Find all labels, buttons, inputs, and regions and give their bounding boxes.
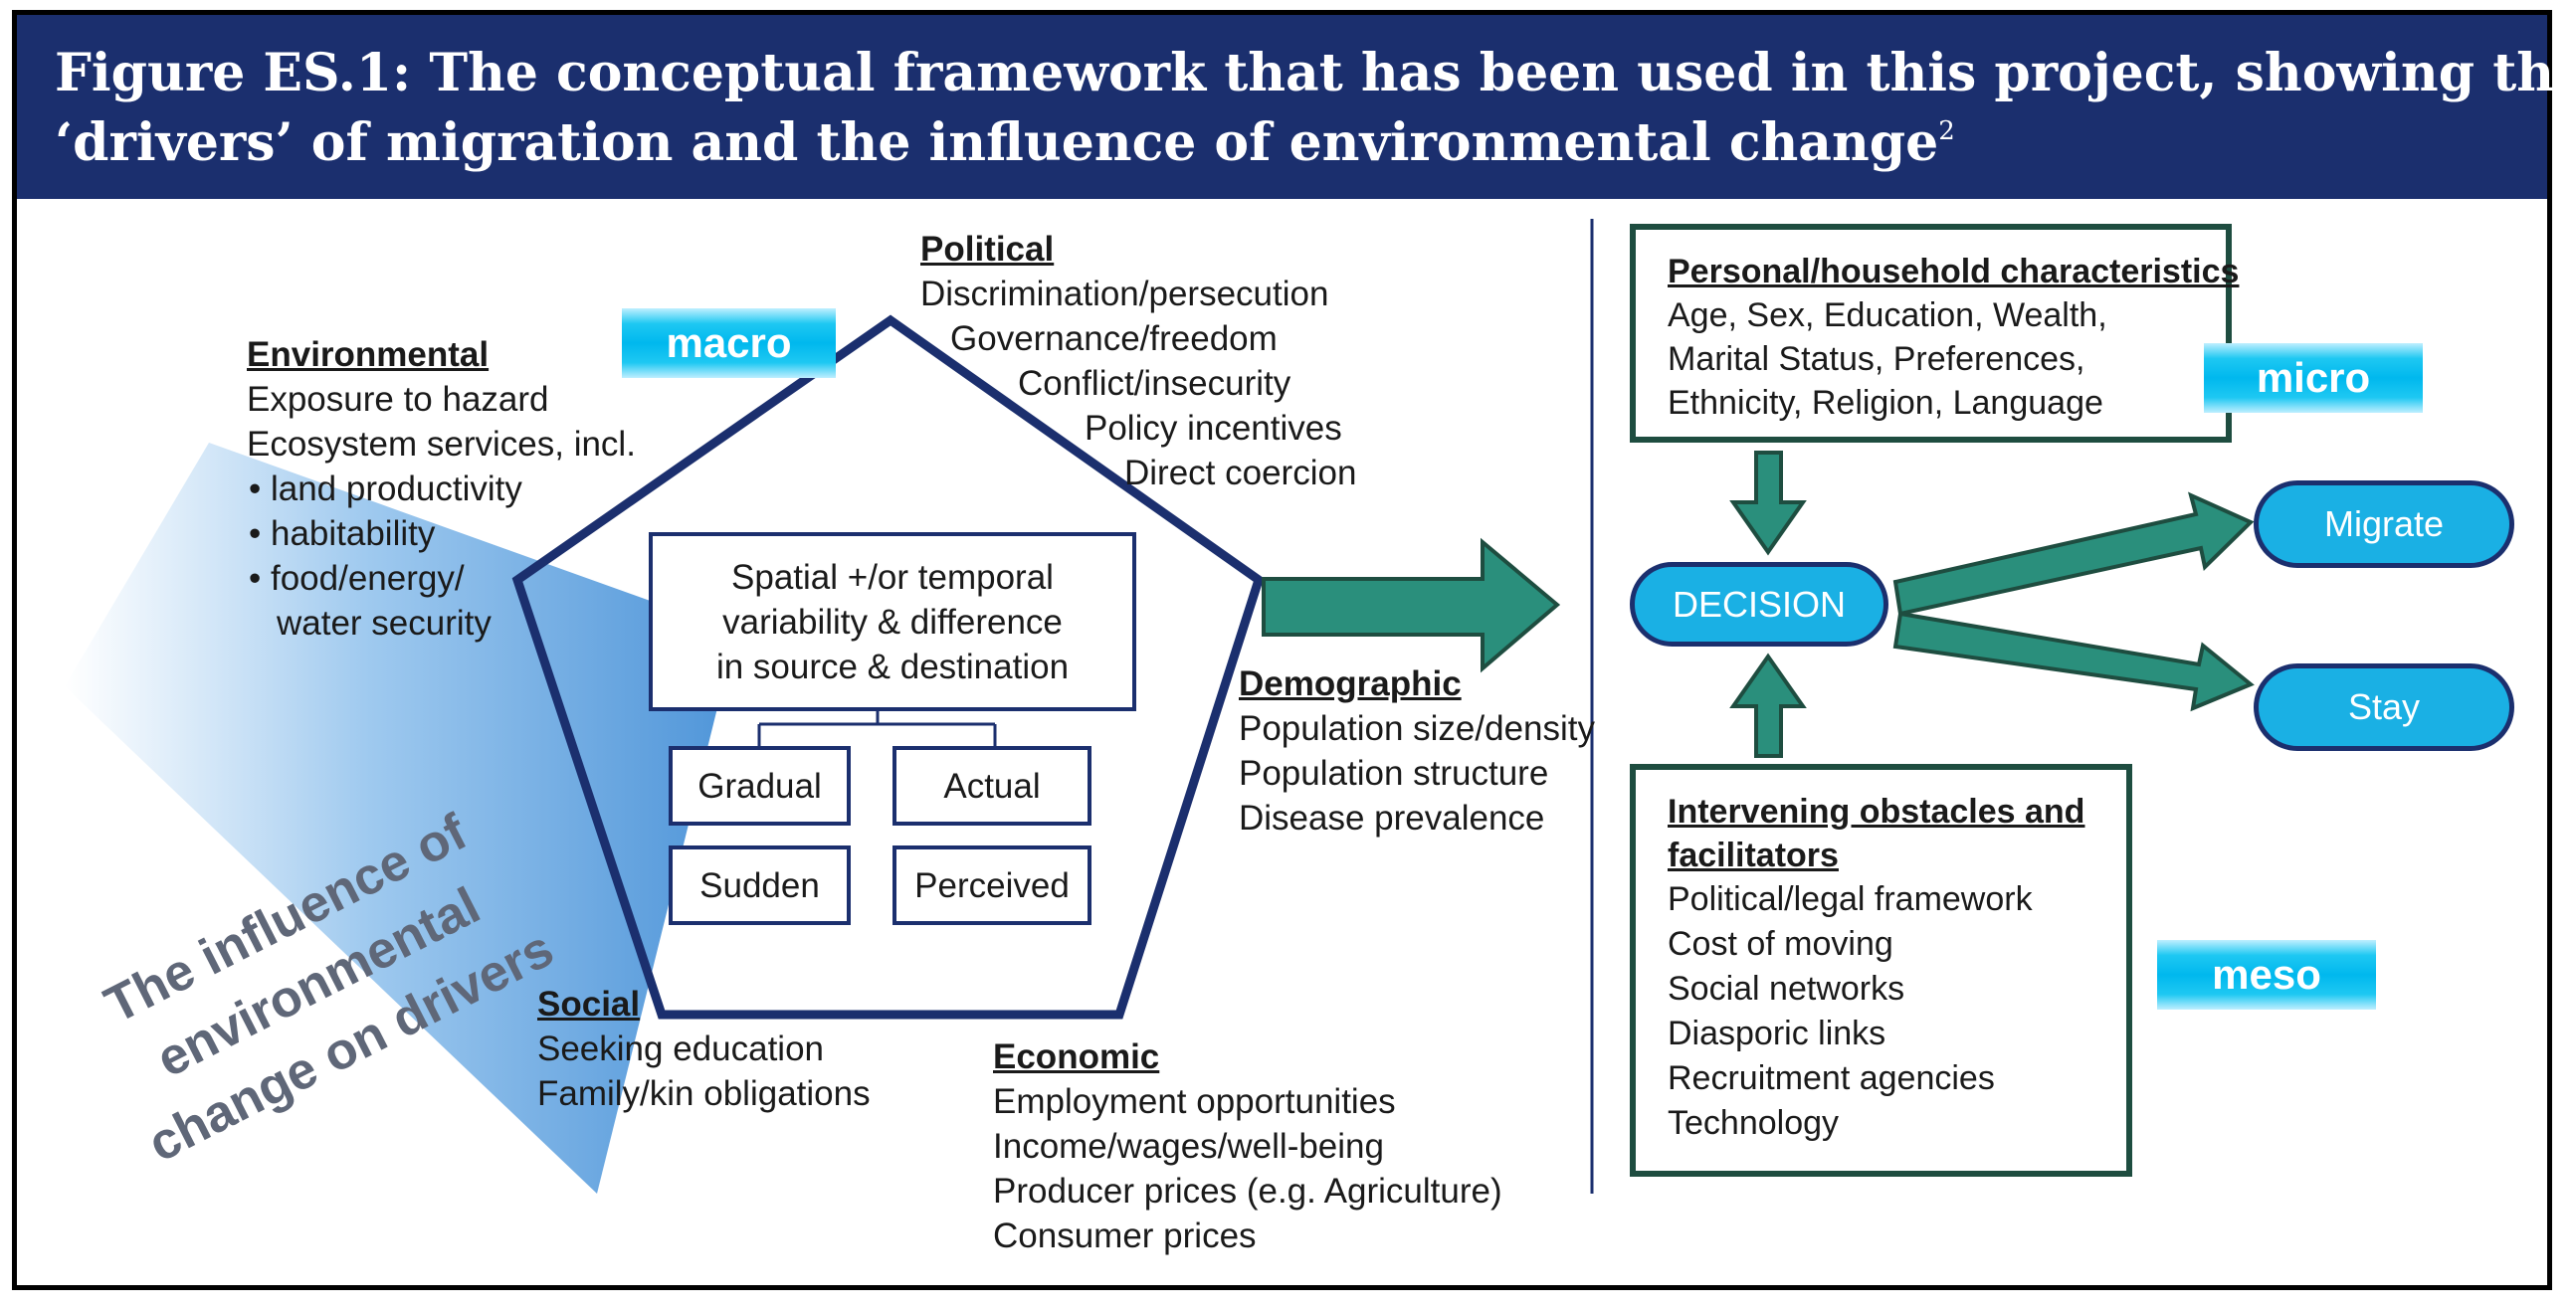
figure-title-line-1: Figure ES.1: The conceptual framework th… [55,43,2576,103]
demographic-heading: Demographic [1239,664,1462,703]
political-item: Discrimination/persecution [920,275,1329,313]
demographic-item: Population structure [1239,754,1549,793]
environmental-driver: Environmental Exposure to hazard Ecosyst… [247,332,636,646]
obstacles-heading-line-1: Intervening obstacles and [1668,793,2085,831]
obstacles-item: Social networks [1668,970,1905,1008]
spatial-temporal-box: Spatial +/or temporal variability & diff… [649,532,1136,711]
obstacles-item: Diasporic links [1668,1015,1886,1052]
environmental-heading: Environmental [247,335,490,374]
environmental-item: • land productivity [249,469,522,508]
economic-item: Income/wages/well-being [993,1127,1384,1166]
figure-header: Figure ES.1: The conceptual framework th… [17,15,2576,199]
obstacles-heading-line-2: facilitators [1668,837,1839,874]
environmental-item: Exposure to hazard [247,380,549,419]
political-heading: Political [920,230,1055,269]
actual-box: Actual [892,746,1091,826]
social-heading: Social [537,985,641,1024]
political-driver: Political Discrimination/persecution Gov… [920,227,1356,495]
economic-heading: Economic [993,1037,1160,1076]
social-item: Family/kin obligations [537,1074,871,1113]
obstacles-item: Cost of moving [1668,925,1893,963]
demographic-item: Disease prevalence [1239,799,1545,838]
environmental-item: • habitability [249,514,436,553]
obstacles-item: Recruitment agencies [1668,1059,1995,1097]
political-item: Governance/freedom [950,319,1278,358]
social-driver: Social Seeking education Family/kin obli… [537,982,871,1116]
tree-connectors [757,710,997,746]
decision-node: DECISION [1630,562,1888,647]
stay-node: Stay [2254,663,2514,751]
micro-tag: micro [2204,343,2423,413]
figure-title-text: ‘drivers’ of migration and the influence… [55,112,1939,173]
gradual-box: Gradual [669,746,851,826]
drivers-pentagon [511,314,1265,1020]
perceived-box: Perceived [892,845,1091,925]
social-item: Seeking education [537,1030,824,1068]
personal-item: Marital Status, Preferences, [1668,340,2085,378]
spatial-line: in source & destination [715,647,1070,686]
down-arrow [1729,451,1807,556]
footnote-marker: 2 [1938,116,1955,146]
main-arrow [1262,537,1561,673]
migrate-node: Migrate [2254,480,2514,568]
stay-arrow [1892,611,2255,712]
sudden-box: Sudden [669,845,851,925]
environmental-item: Ecosystem services, incl. [247,425,636,464]
personal-item: Age, Sex, Education, Wealth, [1668,296,2107,334]
figure-title-line-2: ‘drivers’ of migration and the influence… [55,112,1955,173]
economic-item: Employment opportunities [993,1082,1396,1121]
political-item: Conflict/insecurity [1018,364,1291,403]
demographic-driver: Demographic Population size/density Popu… [1239,661,1595,841]
demographic-item: Population size/density [1239,709,1595,748]
migrate-arrow [1892,491,2255,617]
personal-characteristics-box: Personal/household characteristics Age, … [1630,224,2240,443]
obstacles-item: Technology [1668,1104,1840,1142]
up-arrow [1729,653,1807,758]
economic-item: Consumer prices [993,1217,1257,1255]
environmental-item: water security [277,604,492,643]
spatial-line: Spatial +/or temporal [731,557,1054,597]
economic-driver: Economic Employment opportunities Income… [993,1034,1502,1258]
personal-item: Ethnicity, Religion, Language [1668,384,2103,422]
political-item: Direct coercion [1124,454,1357,492]
obstacles-item: Political/legal framework [1668,880,2033,918]
influence-wedge [65,443,736,1194]
economic-item: Producer prices (e.g. Agriculture) [993,1172,1502,1211]
environmental-item: • food/energy/ [249,559,465,598]
meso-tag: meso [2157,940,2376,1010]
macro-tag: macro [622,308,836,378]
personal-heading: Personal/household characteristics [1668,253,2240,290]
intervening-obstacles-box: Intervening obstacles and facilitators P… [1630,764,2132,1177]
political-item: Policy incentives [1085,409,1342,448]
spatial-line: variability & difference [722,602,1063,642]
